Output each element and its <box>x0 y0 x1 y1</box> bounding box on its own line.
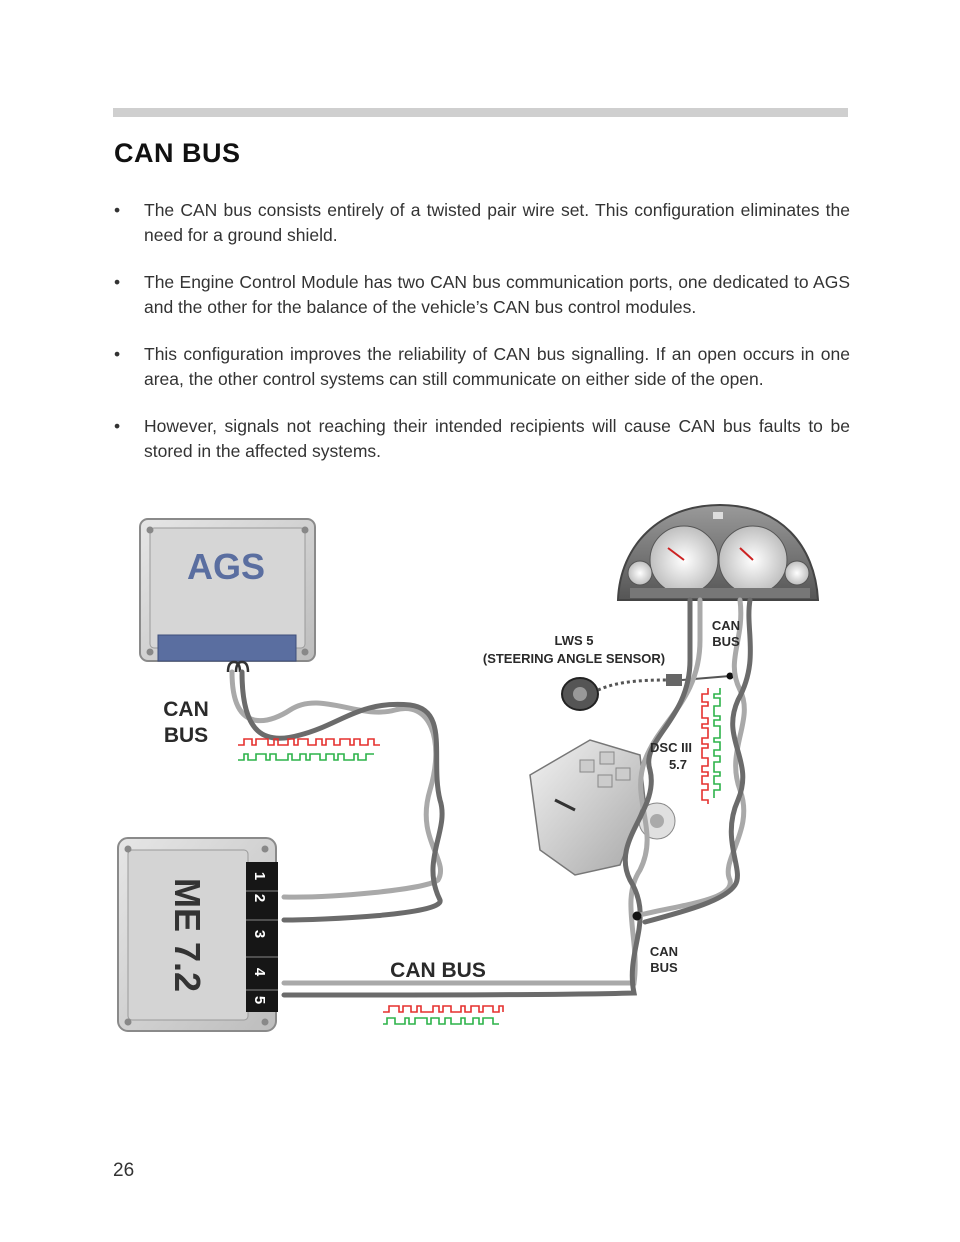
can-bus-left-line2: BUS <box>164 724 208 747</box>
bullet-item: The Engine Control Module has two CAN bu… <box>114 270 850 320</box>
bullet-item: The CAN bus consists entirely of a twist… <box>114 198 850 248</box>
dsc-unit <box>529 739 676 876</box>
bullet-item: However, signals not reaching their inte… <box>114 414 850 464</box>
signal-waveform-left <box>238 738 380 761</box>
ecm-pins: 1 2 3 4 5 <box>246 872 278 1004</box>
ecm-pin-1: 1 <box>251 872 268 880</box>
can-bus-lower-line2: BUS <box>650 960 678 975</box>
can-bus-top-line1: CAN <box>712 618 740 633</box>
ecm-pin-3: 3 <box>251 930 268 938</box>
dsc-label-line1: DSC III <box>650 740 692 755</box>
can-bus-top-line2: BUS <box>712 634 740 649</box>
page-title: CAN BUS <box>114 138 241 168</box>
bullet-item: This configuration improves the reliabil… <box>114 342 850 392</box>
ags-label: AGS <box>187 546 265 587</box>
steering-angle-sensor <box>561 672 734 711</box>
can-bus-left-line1: CAN <box>163 698 209 721</box>
ecm-pin-4: 4 <box>251 968 268 977</box>
ecm-pin-2: 2 <box>251 894 268 902</box>
instrument-cluster <box>616 503 820 601</box>
lws-label-line1: LWS 5 <box>554 633 593 648</box>
ags-module: AGS <box>139 518 316 673</box>
ecm-module: ME 7.2 <box>117 837 278 1032</box>
junction-dot <box>632 911 642 921</box>
signal-waveform-bottom <box>383 1005 504 1025</box>
ecm-label: ME 7.2 <box>167 878 208 992</box>
can-bus-lower-line1: CAN <box>650 944 678 959</box>
header-rule <box>113 108 848 117</box>
signal-waveform-right <box>701 688 721 804</box>
bullet-list: The CAN bus consists entirely of a twist… <box>114 198 850 486</box>
dsc-label-line2: 5.7 <box>669 757 687 772</box>
can-bus-bottom-label: CAN BUS <box>390 959 486 982</box>
can-bus-diagram: AGS ME 7.2 1 2 3 4 5 <box>117 503 820 1032</box>
ecm-pin-5: 5 <box>251 996 268 1004</box>
page-number: 26 <box>113 1160 135 1181</box>
lws-label-line2: (STEERING ANGLE SENSOR) <box>483 651 665 666</box>
can-wires <box>229 597 753 998</box>
